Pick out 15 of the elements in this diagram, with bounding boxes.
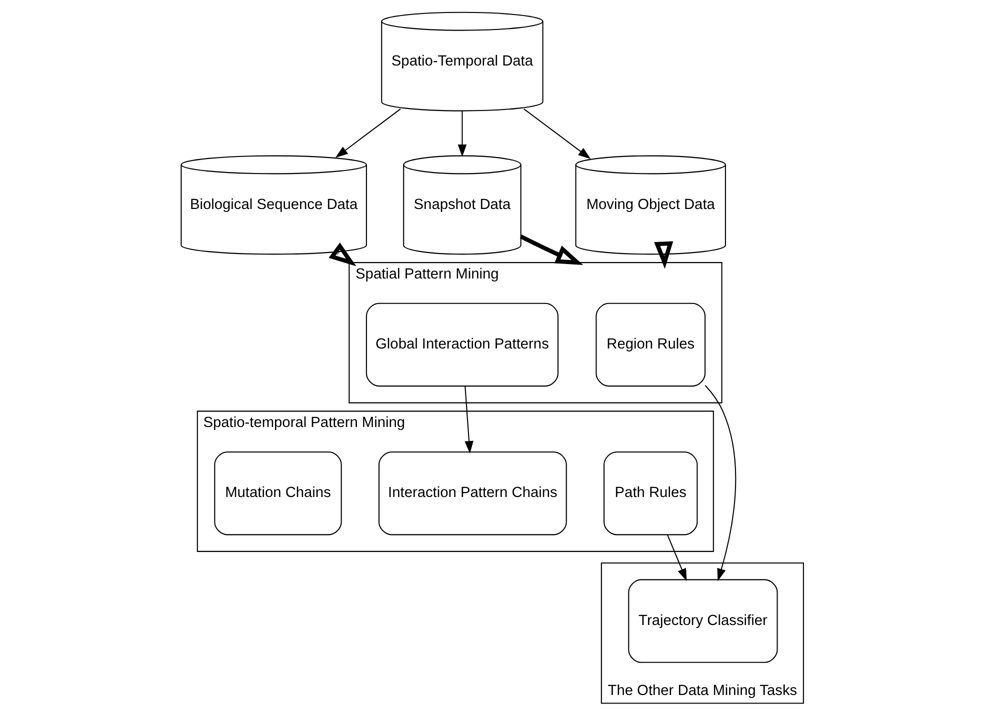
- node-box: Global Interaction Patterns: [365, 302, 558, 387]
- arrow: [704, 385, 736, 582]
- node-box: Interaction Pattern Chains: [378, 452, 566, 536]
- arrow: [654, 241, 673, 269]
- node-box: Region Rules: [595, 302, 706, 387]
- arrow: [334, 108, 400, 158]
- arrow: [464, 386, 473, 454]
- arrow: [519, 234, 583, 266]
- node-box: Mutation Chains: [214, 452, 342, 536]
- arrow: [666, 534, 686, 582]
- arrow: [523, 108, 590, 160]
- node-box: Path Rules: [603, 452, 698, 536]
- arrow: [457, 110, 466, 158]
- arrow: [328, 242, 356, 266]
- node-box: Trajectory Classifier: [628, 579, 778, 663]
